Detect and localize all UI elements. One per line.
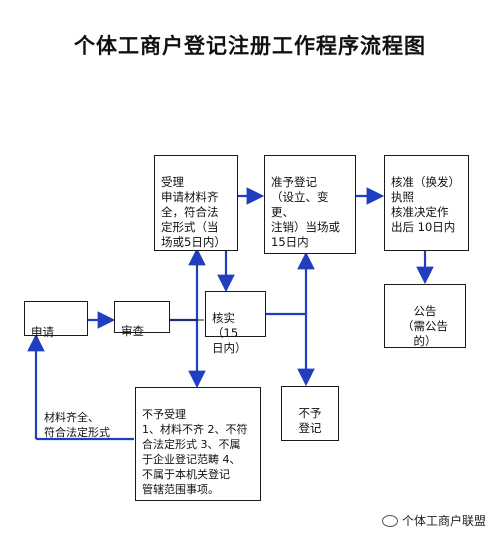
note-materials-complete: 材料齐全、 符合法定形式 <box>44 411 110 439</box>
node-approve-register-text: 准予登记 （设立、变更、 注销）当场或 15日内 <box>271 175 340 249</box>
wechat-icon <box>382 514 398 527</box>
node-accept-text: 受理 申请材料齐 全，符合法 定形式（当 场或5日内） <box>161 175 226 249</box>
watermark: 个体工商户联盟 <box>382 512 486 529</box>
node-reject: 不予受理 1、材料不齐 2、不符 合法定形式 3、不属 于企业登记范畴 4、 不… <box>135 387 261 501</box>
node-approve-issue: 核准（换发） 执照 核准决定作 出后 10日内 <box>384 155 469 251</box>
node-approve-issue-text: 核准（换发） 执照 核准决定作 出后 10日内 <box>391 175 460 234</box>
node-announce: 公告 （需公告 的） <box>384 284 466 348</box>
watermark-text: 个体工商户联盟 <box>402 514 487 528</box>
node-verify: 核实（15 日内） <box>205 291 266 355</box>
page-title: 个体工商户登记注册工作程序流程图 <box>74 34 426 58</box>
node-accept: 受理 申请材料齐 全，符合法 定形式（当 场或5日内） <box>154 155 238 251</box>
node-apply-text: 申请 <box>31 325 54 339</box>
node-announce-text: 公告 （需公告 的） <box>402 304 448 348</box>
node-reject-text: 不予受理 1、材料不齐 2、不符 合法定形式 3、不属 于企业登记范畴 4、 不… <box>142 408 248 496</box>
node-apply: 申请 <box>24 301 88 339</box>
node-review: 审查 <box>114 301 170 338</box>
node-review-text: 审查 <box>121 324 144 338</box>
node-approve-register: 准予登记 （设立、变更、 注销）当场或 15日内 <box>264 155 356 254</box>
node-verify-text: 核实（15 日内） <box>212 311 247 355</box>
node-not-register: 不予 登记 <box>281 386 339 441</box>
node-not-register-text: 不予 登记 <box>298 406 322 435</box>
